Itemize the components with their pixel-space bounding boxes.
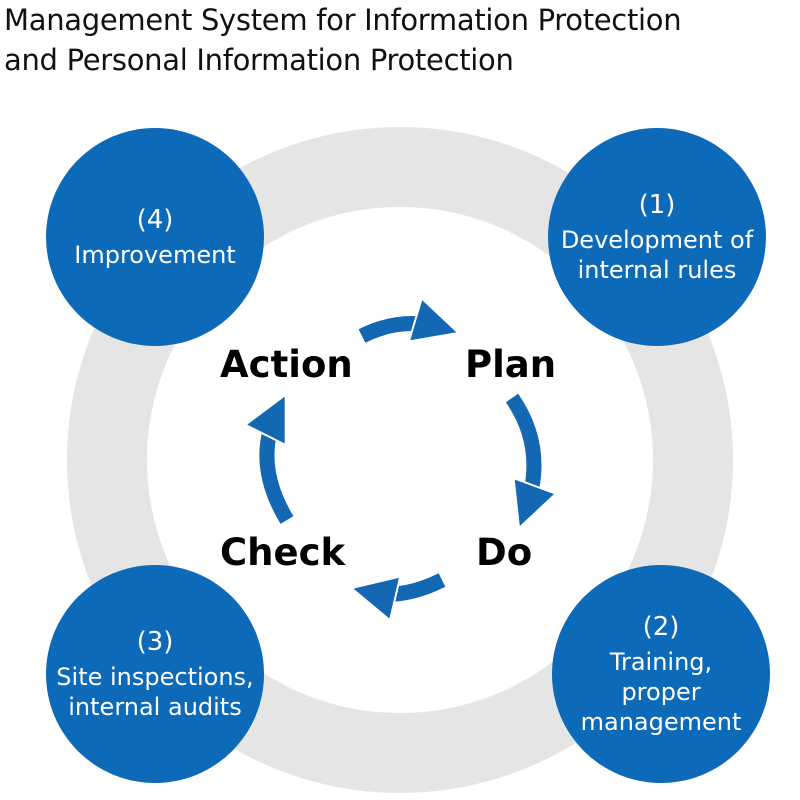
step-number-4: (4) [136, 205, 174, 235]
step-circle-1: (1) Development of internal rules [548, 128, 766, 346]
step-circle-2: (2) Training, proper management [552, 565, 770, 783]
background-ring [67, 127, 733, 793]
title-line-1: Management System for Information Protec… [4, 3, 682, 37]
label-do: Do [476, 531, 533, 574]
step-label-4: Improvement [74, 241, 236, 269]
label-check: Check [220, 531, 346, 574]
arrow-check-to-action [267, 410, 294, 524]
label-action: Action [220, 343, 353, 386]
step-number-3: (3) [136, 627, 174, 657]
step-label-1: Development of internal rules [560, 226, 754, 284]
cycle-arrows [267, 324, 534, 595]
step-number-2: (2) [642, 612, 680, 642]
arrow-plan-to-do [505, 393, 534, 512]
step-circle-4: (4) Improvement [46, 128, 264, 346]
step-label-2: Training, proper management [580, 648, 742, 736]
arrow-do-to-check [368, 580, 446, 594]
step-circle-3: (3) Site inspections, internal audits [46, 565, 264, 783]
arrow-action-to-plan [358, 324, 442, 337]
diagram-title: Management System for Information Protec… [4, 0, 799, 80]
step-number-1: (1) [638, 190, 676, 220]
title-line-2: and Personal Information Protection [4, 43, 514, 77]
label-plan: Plan [465, 343, 557, 386]
step-label-3: Site inspections, internal audits [56, 663, 254, 721]
